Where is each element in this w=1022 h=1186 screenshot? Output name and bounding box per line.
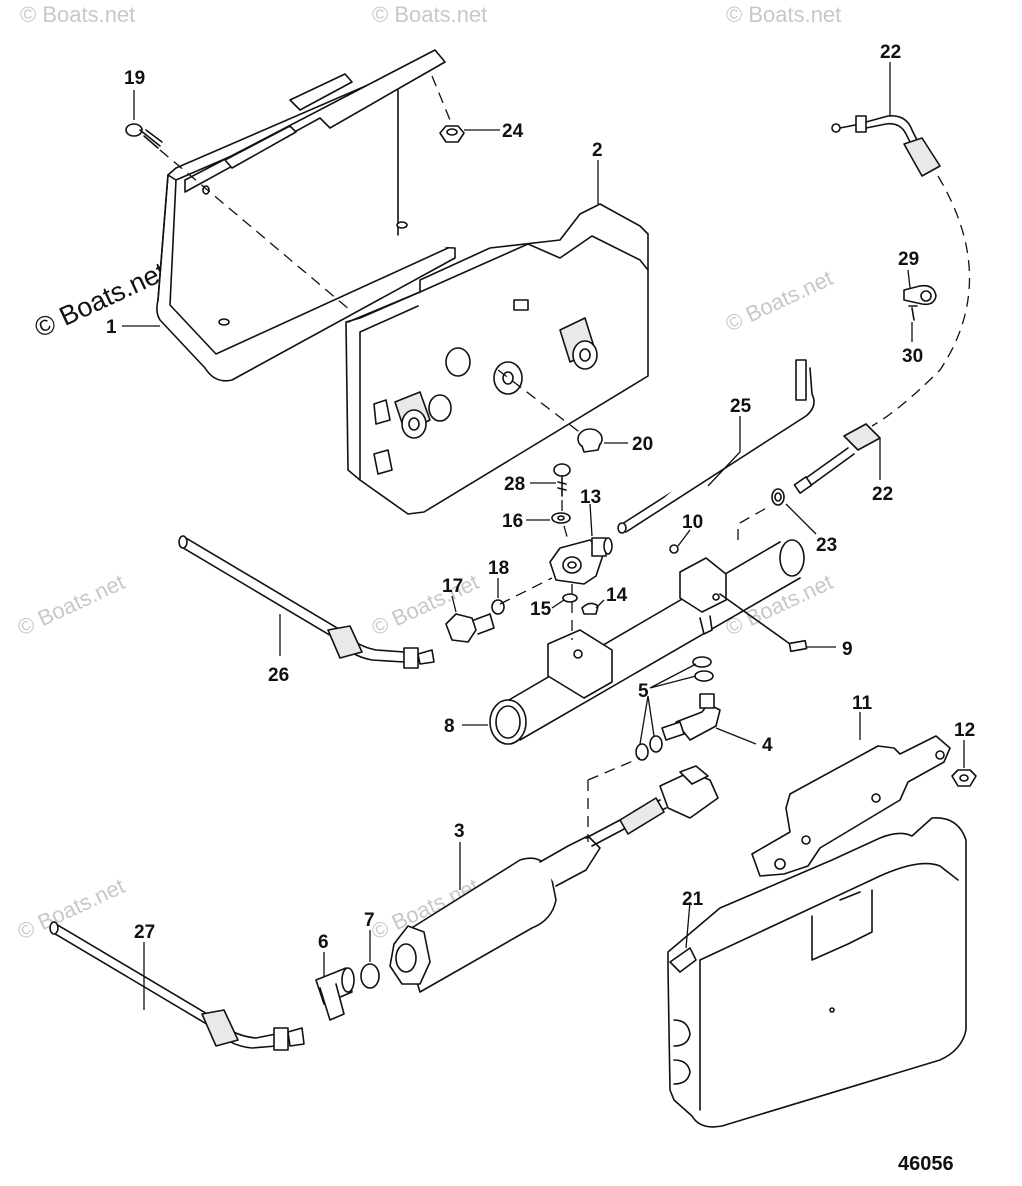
callout-11: 11	[852, 693, 873, 714]
callout-30: 30	[902, 346, 923, 367]
callout-1: 1	[106, 317, 117, 338]
part-29-clamp	[903, 284, 937, 306]
watermark-mid-2: © Boats.net	[722, 265, 837, 336]
watermark-mid-3: © Boats.net	[14, 569, 129, 640]
part-20-cap	[577, 428, 603, 453]
callout-3: 3	[454, 821, 465, 842]
part-30-screw	[908, 305, 918, 321]
callout-21: 21	[682, 889, 704, 910]
callout-5: 5	[638, 681, 649, 702]
callout-25: 25	[730, 396, 752, 417]
callout-28: 28	[504, 474, 525, 495]
callout-27: 27	[134, 922, 155, 943]
callouts: 19 24 2 22 29 30 1 25 20 22 28 13 16 10 …	[106, 42, 975, 953]
part-6-fitting	[315, 967, 355, 1021]
part-10-plug	[669, 544, 679, 554]
part-21-cover	[667, 817, 967, 1128]
part-22-hose-lower	[793, 423, 881, 494]
callout-16: 16	[502, 511, 523, 532]
part-3-fuel-pump	[389, 765, 719, 993]
part-5-orings	[635, 656, 714, 761]
callout-17: 17	[442, 576, 463, 597]
part-15-oring	[562, 593, 578, 603]
watermark-top-left: © Boats.net	[20, 2, 135, 27]
part-2-housing	[345, 203, 649, 515]
part-19-screw	[125, 123, 163, 149]
part-24-nut	[439, 125, 465, 143]
callout-12: 12	[954, 720, 975, 741]
callout-14: 14	[606, 585, 628, 606]
part-17-fitting	[445, 613, 495, 643]
callout-18: 18	[488, 558, 509, 579]
part-7-seal	[360, 963, 380, 989]
part-11-bracket	[751, 735, 951, 877]
watermark-main: © Boats.net	[30, 256, 171, 343]
callout-20: 20	[632, 434, 653, 455]
part-22-hose-top	[831, 114, 941, 177]
part-18-oring	[491, 599, 505, 615]
leader-lines	[122, 62, 965, 1010]
callout-13: 13	[580, 487, 601, 508]
callout-23: 23	[816, 535, 837, 556]
part-26-hose	[178, 535, 435, 669]
callout-8: 8	[444, 716, 455, 737]
part-13-sensor	[549, 537, 613, 585]
part-9-wire	[719, 593, 808, 653]
callout-10: 10	[682, 512, 703, 533]
watermark-top-mid: © Boats.net	[372, 2, 487, 27]
callout-15: 15	[530, 599, 552, 620]
callout-29: 29	[898, 249, 919, 270]
callout-26: 26	[268, 665, 289, 686]
watermark-mid-5: © Boats.net	[722, 569, 837, 640]
callout-9: 9	[842, 639, 853, 660]
callout-22-lower: 22	[872, 484, 893, 505]
figure-number: 46056	[898, 1153, 954, 1175]
callout-4: 4	[762, 735, 773, 756]
part-12-nut	[951, 769, 977, 787]
callout-7: 7	[364, 910, 375, 931]
part-8-fuel-rail	[489, 539, 805, 745]
part-25-tube	[617, 359, 815, 534]
part-14-cap	[581, 602, 599, 615]
part-16-washer	[551, 512, 571, 524]
part-1-bracket	[156, 49, 456, 382]
part-28-screw	[553, 463, 571, 497]
part-23-washer	[771, 488, 785, 506]
watermark-top-right: © Boats.net	[726, 2, 841, 27]
callout-19: 19	[124, 68, 145, 89]
housing-posts	[394, 317, 598, 439]
part-4-elbow	[661, 693, 721, 741]
part-27-hose	[49, 921, 305, 1051]
callout-24: 24	[502, 121, 524, 142]
callout-2: 2	[592, 140, 603, 161]
assembly-lines	[159, 75, 971, 842]
callout-22-top: 22	[880, 42, 901, 63]
callout-6: 6	[318, 932, 329, 953]
